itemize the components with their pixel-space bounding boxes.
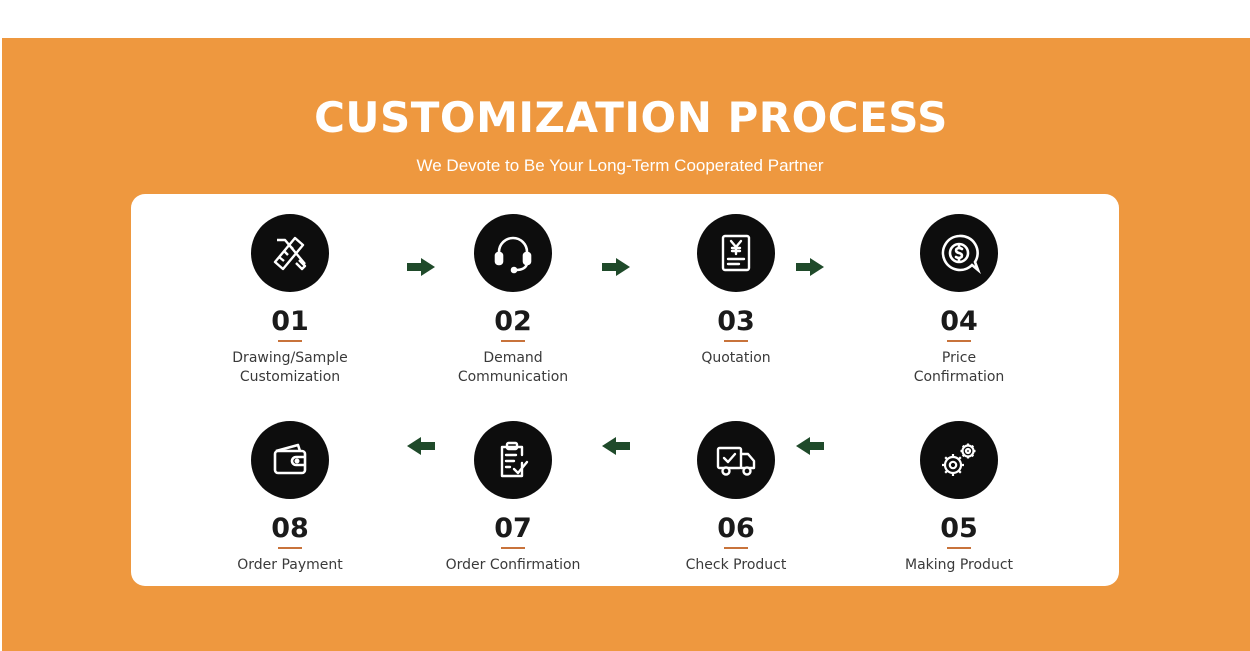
arrow-right-icon	[602, 258, 630, 276]
arrow-right-icon	[796, 258, 824, 276]
page-subtitle: We Devote to Be Your Long-Term Cooperate…	[416, 156, 824, 175]
step-number: 05	[940, 513, 978, 544]
step-05: 05 Making Product	[859, 421, 1059, 575]
headset-icon	[474, 214, 552, 292]
gears-icon	[920, 421, 998, 499]
number-underline	[724, 340, 748, 342]
step-label: Demand Communication	[457, 350, 569, 385]
wallet-icon	[251, 421, 329, 499]
step-number: 01	[271, 306, 309, 337]
step-08: 08 Order Payment	[190, 421, 390, 575]
dollar-chat-icon	[920, 214, 998, 292]
step-number: 08	[271, 513, 309, 544]
yen-document-icon	[697, 214, 775, 292]
number-underline	[501, 340, 525, 342]
number-underline	[501, 547, 525, 549]
arrow-left-icon	[602, 437, 630, 455]
page-title: CUSTOMIZATION PROCESS	[314, 93, 948, 142]
arrow-right-icon	[407, 258, 435, 276]
step-label: Quotation	[701, 350, 771, 366]
process-card: 01 Drawing/Sample Customization 02 De	[131, 194, 1119, 586]
step-number: 07	[494, 513, 532, 544]
step-number: 04	[940, 306, 978, 337]
arrow-left-icon	[407, 437, 435, 455]
step-04: 04 Price Confirmation	[859, 214, 1059, 387]
arrow-left-icon	[796, 437, 824, 455]
step-01: 01 Drawing/Sample Customization	[190, 214, 390, 387]
step-03: 03 Quotation	[636, 214, 836, 368]
step-label: Order Payment	[237, 557, 343, 573]
step-06: 06 Check Product	[636, 421, 836, 575]
pencil-ruler-icon	[251, 214, 329, 292]
step-label: Making Product	[904, 557, 1014, 573]
step-label: Drawing/Sample Customization	[232, 350, 348, 385]
number-underline	[278, 547, 302, 549]
step-number: 03	[717, 306, 755, 337]
number-underline	[278, 340, 302, 342]
clipboard-check-icon	[474, 421, 552, 499]
step-07: 07 Order Confirmation	[413, 421, 613, 575]
number-underline	[947, 340, 971, 342]
step-number: 02	[494, 306, 532, 337]
delivery-truck-check-icon	[697, 421, 775, 499]
step-label: Order Confirmation	[445, 557, 581, 573]
number-underline	[947, 547, 971, 549]
step-number: 06	[717, 513, 755, 544]
step-label: Price Confirmation	[913, 350, 1005, 385]
step-02: 02 Demand Communication	[413, 214, 613, 387]
number-underline	[724, 547, 748, 549]
step-label: Check Product	[685, 557, 787, 573]
